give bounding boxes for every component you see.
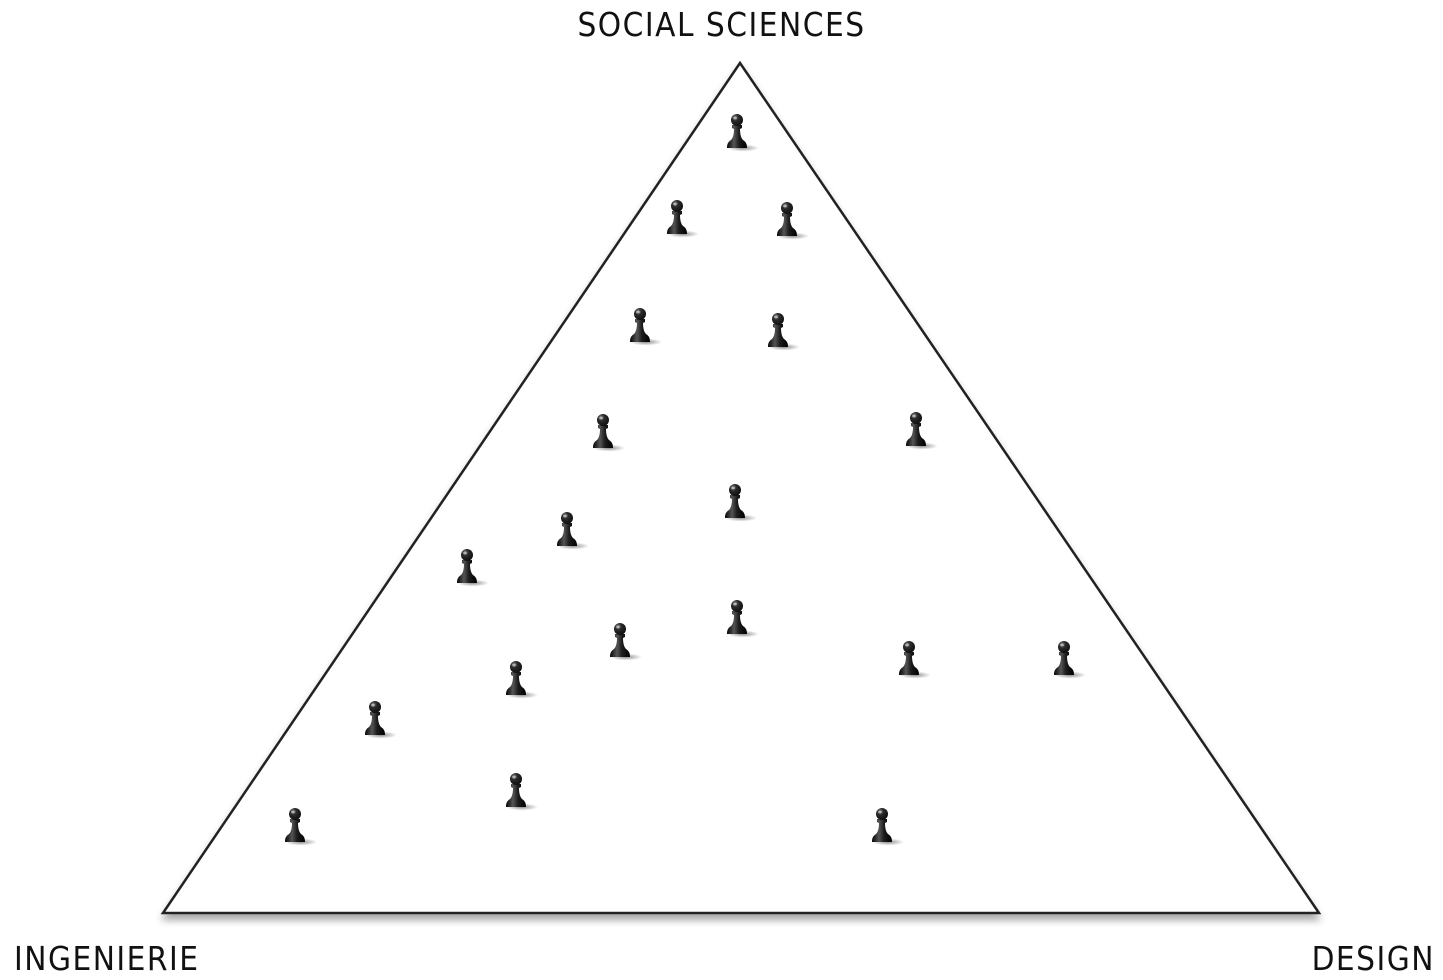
pawn-icon [593, 414, 625, 452]
pawn-group [285, 114, 1086, 846]
pawn-icon [777, 202, 809, 240]
vertex-label-ingenierie: INGENIERIE [14, 939, 200, 978]
pawn-icon [872, 808, 904, 846]
pawn-icon [506, 661, 538, 699]
pawn-icon [285, 808, 317, 846]
pawn-icon [725, 484, 757, 522]
pawn-icon [899, 641, 931, 679]
pawn-icon [506, 773, 538, 811]
pawn-icon [365, 701, 397, 739]
pawn-icon [727, 600, 759, 638]
pawn-icon [457, 549, 489, 587]
pawn-icon [727, 114, 759, 152]
pawn-icon [630, 308, 662, 346]
pawn-icon [667, 200, 699, 238]
vertex-label-social-sciences: SOCIAL SCIENCES [577, 5, 866, 44]
pawn-icon [610, 623, 642, 661]
triangle [160, 60, 1322, 915]
pawn-icon [1054, 641, 1086, 679]
pawn-icon [557, 512, 589, 550]
vertex-label-design: DESIGN [1311, 939, 1435, 978]
pawn-icon [768, 313, 800, 351]
pawn-icon [906, 412, 938, 450]
